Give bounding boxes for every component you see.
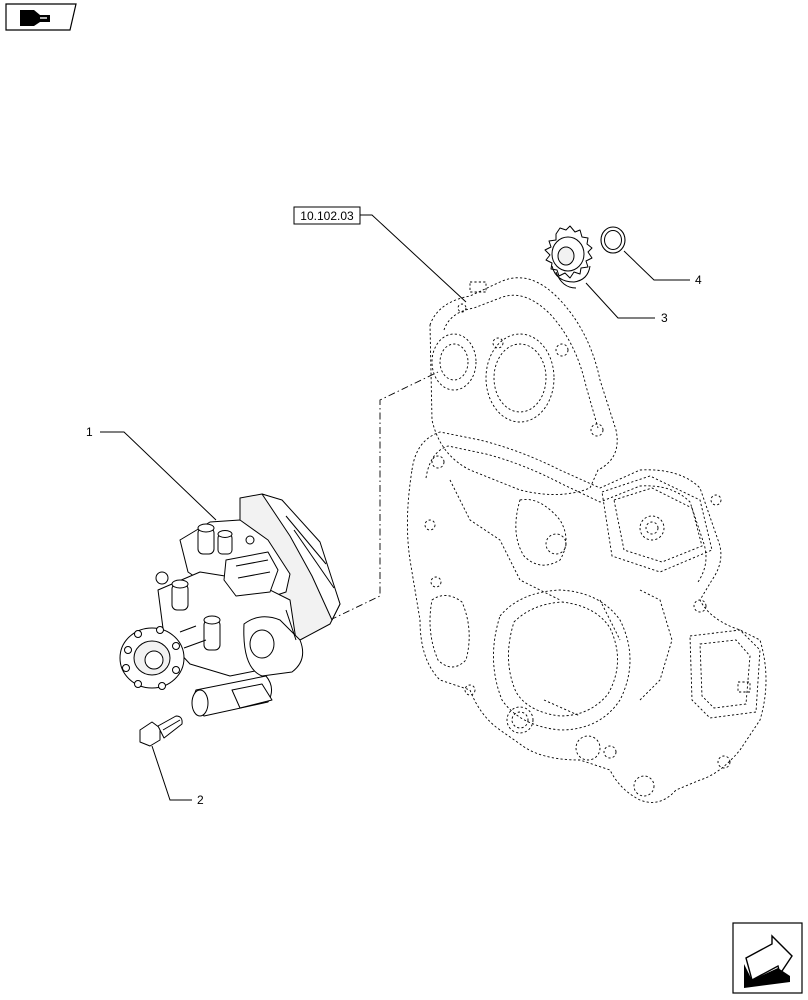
- reference-leader: [360, 214, 467, 303]
- assembly-line: [329, 371, 439, 621]
- pump-part[interactable]: [119, 493, 341, 717]
- oring-part[interactable]: [600, 226, 626, 254]
- book-icon[interactable]: [5, 3, 77, 31]
- callout-3[interactable]: 3: [661, 311, 668, 325]
- callout-2-leader: [151, 745, 192, 801]
- callout-3-leader: [585, 282, 655, 319]
- reference-box[interactable]: 10.102.03: [293, 206, 361, 225]
- callout-4[interactable]: 4: [695, 273, 702, 287]
- callout-2[interactable]: 2: [197, 793, 204, 807]
- callout-1-leader: [100, 431, 217, 521]
- callout-1[interactable]: 1: [86, 425, 93, 439]
- gear-cover: [406, 277, 767, 803]
- gear-part[interactable]: [544, 225, 593, 289]
- bolt-part[interactable]: [139, 715, 183, 747]
- callout-4-leader: [623, 250, 690, 281]
- reference-label: 10.102.03: [300, 209, 354, 223]
- next-page-arrow-icon[interactable]: [732, 922, 803, 994]
